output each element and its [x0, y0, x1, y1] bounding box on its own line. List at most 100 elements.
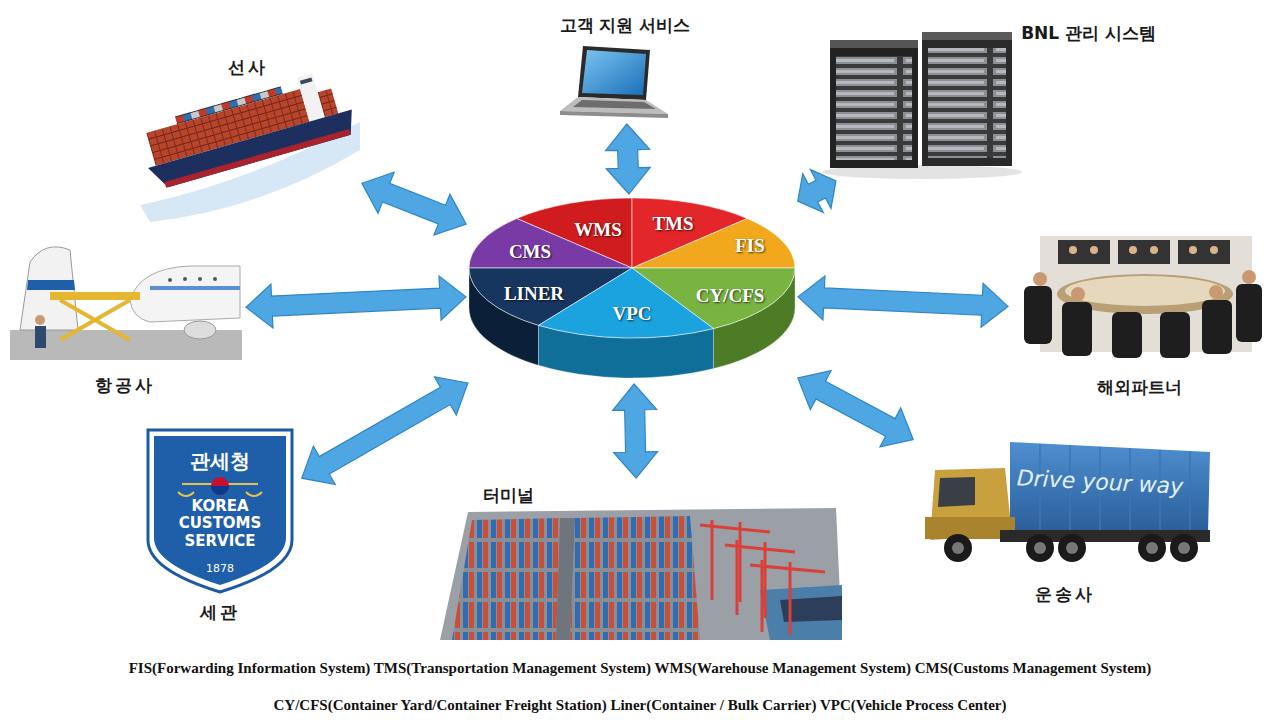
- partner-label: BNL 관리 시스템: [1018, 22, 1159, 44]
- video-conference-part: [1202, 300, 1232, 354]
- video-conference-part: [1033, 272, 1047, 286]
- cargo-aircraft-part: [168, 278, 172, 282]
- customs-emblem: [148, 430, 292, 592]
- container-truck-part: [1026, 534, 1054, 562]
- pie-wedge-shape: [468, 196, 796, 382]
- partner-box: 운송사: [915, 435, 1215, 607]
- port-terminal-part: [700, 520, 825, 635]
- server-racks-part: [922, 32, 1012, 40]
- video-conference: [1024, 236, 1262, 358]
- cargo-aircraft-part: [183, 277, 187, 281]
- container-truck-part: [1034, 542, 1046, 554]
- video-conference-part: [1065, 276, 1225, 306]
- segment-label: CY/CFS: [696, 285, 765, 307]
- truck-slogan: Drive your way: [1016, 465, 1184, 499]
- laptop-icon-part: [578, 46, 650, 100]
- video-conference-part: [1210, 246, 1218, 254]
- container-truck-part: [1058, 534, 1086, 562]
- partner-box: 선사: [135, 52, 360, 225]
- video-conference-part: [1058, 240, 1110, 264]
- container-ship-part-part: [318, 88, 339, 117]
- cargo-aircraft-part: [60, 300, 130, 340]
- abbreviation-line: CY/CFS(Container Yard/Container Freight …: [274, 697, 1007, 714]
- server-racks: [822, 32, 1022, 179]
- laptop-icon-part: [560, 111, 668, 118]
- server-racks-part: [928, 48, 1006, 158]
- customs-emblem-part: [154, 436, 286, 585]
- container-ship-part-part: [175, 86, 283, 124]
- partner-box: 해외파트너: [1010, 225, 1268, 400]
- flow-arrow: [798, 371, 913, 447]
- emblem-name: KOREA CUSTOMS SERVICE: [164, 498, 276, 550]
- partner-box: 항공사: [6, 228, 244, 398]
- port-terminal-part-part: [700, 520, 770, 602]
- flow-arrow: [606, 124, 651, 194]
- video-conference-part: [1150, 246, 1158, 254]
- pie-wedge-top: [632, 219, 795, 269]
- partner-label: 해외파트너: [1094, 376, 1185, 398]
- segment-label: VPC: [612, 303, 651, 325]
- video-conference-part: [1160, 312, 1190, 358]
- video-conference-part: [1189, 246, 1197, 254]
- video-conference-part: [1178, 240, 1230, 264]
- cargo-aircraft-part: [20, 247, 78, 330]
- segment-label: WMS: [574, 219, 622, 241]
- flow-arrow: [798, 276, 1008, 327]
- customs-emblem-part: [211, 477, 229, 495]
- container-ship: [135, 65, 360, 222]
- partner-label: 선사: [225, 56, 271, 78]
- segment-label: TMS: [652, 213, 693, 235]
- video-conference-part: [1071, 287, 1085, 301]
- flow-arrow: [798, 170, 836, 213]
- segment-label: CMS: [509, 241, 551, 263]
- video-conference-part: [1209, 285, 1223, 299]
- cargo-aircraft-part: [150, 286, 240, 290]
- server-racks-part: [922, 40, 1012, 166]
- partner-label: 세관: [197, 601, 243, 623]
- container-ship-part-part: [148, 110, 358, 192]
- port-terminal-part: [570, 516, 700, 640]
- flow-arrow: [246, 276, 466, 328]
- container-truck-part: [1066, 542, 1078, 554]
- port-terminal: [440, 508, 842, 640]
- laptop-icon-part: [573, 100, 656, 109]
- flow-arrow: [362, 172, 466, 235]
- pie-wedge-top: [539, 268, 714, 338]
- laptop-icon: [560, 46, 668, 118]
- port-terminal-part-part: [725, 540, 795, 618]
- container-ship-part: [135, 65, 358, 191]
- video-conference-part: [1069, 246, 1077, 254]
- segment-label: FIS: [735, 235, 765, 257]
- abbreviation-line: FIS(Forwarding Information System) TMS(T…: [129, 660, 1152, 677]
- container-ship-part-part: [300, 77, 313, 84]
- server-racks-part: [836, 56, 912, 160]
- port-terminal-part: [440, 508, 842, 640]
- cargo-aircraft-part: [35, 326, 46, 348]
- port-terminal-part: [452, 518, 560, 640]
- video-conference-part: [1129, 246, 1137, 254]
- partner-box: BNL 관리 시스템: [820, 16, 1165, 180]
- pie-wedge-top: [469, 219, 632, 269]
- customs-emblem-part: [211, 486, 229, 495]
- container-truck-part: [944, 534, 972, 562]
- cargo-aircraft-part: [35, 315, 45, 325]
- laptop-icon-part: [582, 50, 646, 95]
- video-conference-part: [1112, 312, 1142, 358]
- container-truck-part: [1138, 534, 1166, 562]
- cargo-aircraft-part: [198, 277, 202, 281]
- container-truck-part: [1010, 442, 1210, 532]
- cargo-aircraft-part: [213, 277, 217, 281]
- laptop-icon-part: [560, 97, 668, 114]
- cargo-aircraft-part: [50, 292, 140, 300]
- container-ship-part-part: [164, 129, 350, 188]
- partner-label: 고객 지원 서비스: [557, 14, 694, 36]
- video-conference-part: [1024, 286, 1052, 344]
- cargo-aircraft-part: [27, 280, 75, 290]
- port-terminal-part: [760, 585, 842, 640]
- container-truck-part: [952, 542, 964, 554]
- video-conference-part: [1242, 270, 1256, 284]
- container-truck-part: [1146, 542, 1158, 554]
- container-truck: [925, 442, 1210, 562]
